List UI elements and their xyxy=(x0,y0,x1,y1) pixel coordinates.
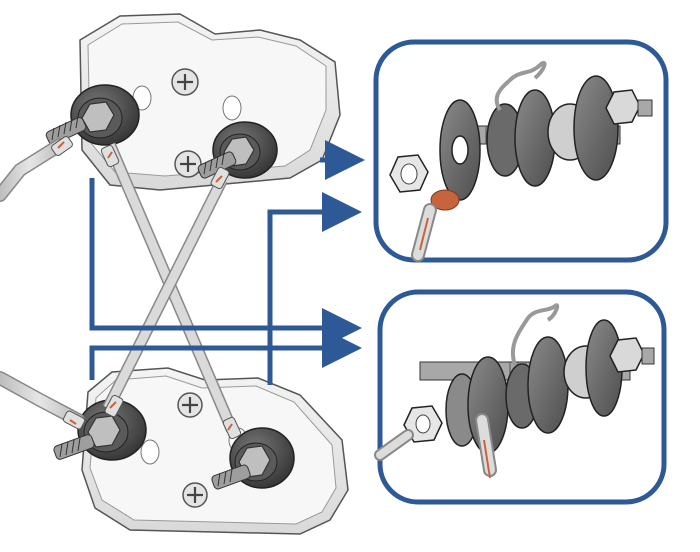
cables xyxy=(0,136,242,440)
copper-wire-marks xyxy=(57,141,233,431)
detail-top-ring-lug xyxy=(411,189,460,262)
detail-bottom-washers xyxy=(445,319,623,454)
upper-plate-hole-b xyxy=(222,95,242,121)
bottom-right-terminal xyxy=(211,427,295,490)
arrow-bottom-right-to-detail-top xyxy=(267,192,362,385)
arrow-bottom-left-to-detail-bottom xyxy=(89,328,362,380)
upper-terminal-plate xyxy=(45,13,341,191)
detail-top-washers xyxy=(439,75,619,201)
upper-screw-bottom xyxy=(174,150,202,178)
top-left-terminal xyxy=(45,84,140,146)
detail-bottom-ring-lug xyxy=(374,413,497,479)
lower-screw-bottom xyxy=(182,482,208,508)
detail-top-twisted-wire xyxy=(494,60,547,112)
arrow-top-left-to-detail-bottom xyxy=(89,178,362,348)
top-right-terminal xyxy=(197,121,278,179)
bottom-left-terminal xyxy=(53,399,147,461)
lower-terminal-plate xyxy=(53,367,349,535)
lower-screw-top xyxy=(177,392,203,418)
detail-top-nuts xyxy=(389,89,653,193)
lower-plate-hole-a xyxy=(140,439,160,465)
detail-bottom-twisted-wire xyxy=(510,303,560,366)
terminal-stack-detail-alt xyxy=(374,289,667,505)
upper-screw-top xyxy=(171,68,199,96)
connector-arrows xyxy=(89,140,365,385)
lower-plate-top-face xyxy=(89,375,337,525)
terminal-stack-detail xyxy=(373,39,669,263)
